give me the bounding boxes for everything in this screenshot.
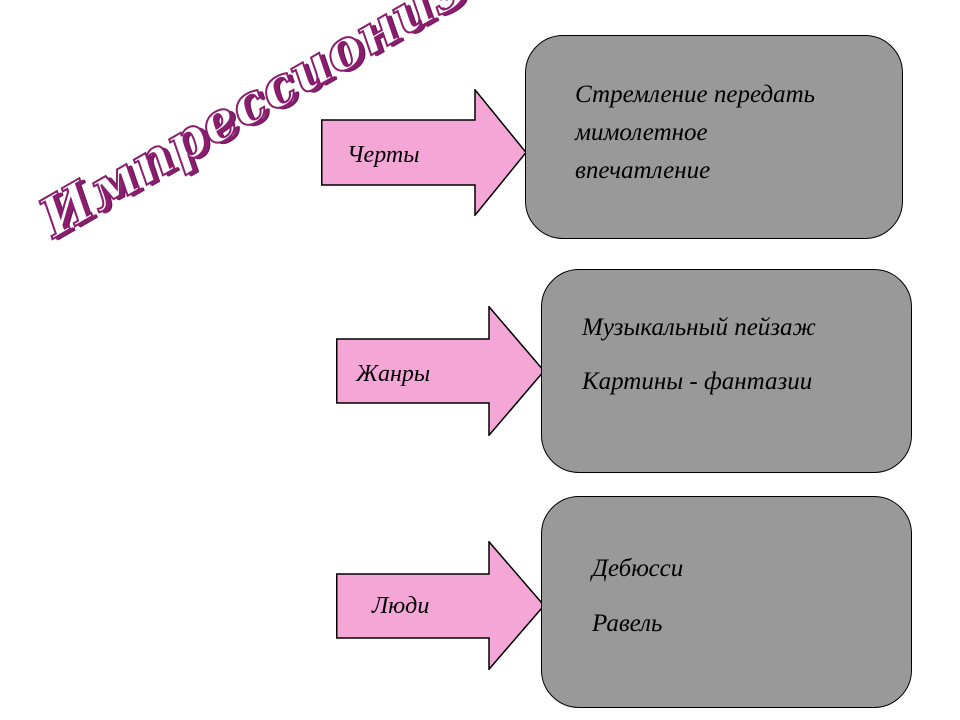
arrow-label-traits: Черты bbox=[347, 142, 420, 168]
box-people bbox=[541, 496, 912, 708]
box-genres-line-2: Картины - фантазии bbox=[582, 368, 813, 395]
arrow-people bbox=[336, 541, 545, 670]
box-traits-line-1: Стремление передать bbox=[575, 81, 816, 108]
box-traits-line-3: впечатление bbox=[575, 157, 711, 184]
arrow-label-people: Люди bbox=[372, 593, 430, 619]
arrow-label-genres: Жанры bbox=[356, 361, 431, 387]
arrow-genres bbox=[336, 306, 545, 436]
box-traits-line-2: мимолетное bbox=[575, 119, 708, 146]
box-genres bbox=[541, 269, 912, 473]
box-people-line-1: Дебюсси bbox=[592, 555, 684, 582]
box-genres-line-1: Музыкальный пейзаж bbox=[582, 314, 816, 341]
box-people-line-2: Равель bbox=[592, 610, 663, 637]
box-traits bbox=[525, 35, 903, 239]
arrow-traits bbox=[321, 89, 527, 216]
